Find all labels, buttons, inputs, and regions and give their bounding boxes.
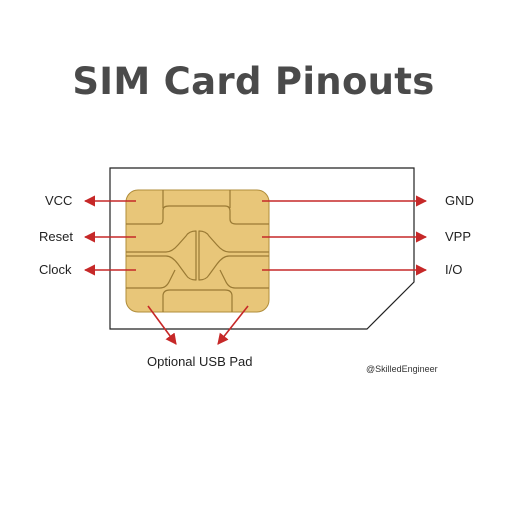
pin-label-io: I/O [445, 262, 463, 277]
arrow-usb-left [147, 305, 177, 345]
pin-label-reset: Reset [39, 229, 73, 244]
pin-label-clock: Clock [39, 262, 72, 277]
credit-text: @SkilledEngineer [366, 364, 438, 374]
arrow-usb-right [217, 305, 249, 345]
pin-arrows [83, 195, 428, 345]
usb-pad-label: Optional USB Pad [147, 354, 253, 369]
pin-label-gnd: GND [445, 193, 474, 208]
page-title: SIM Card Pinouts [72, 60, 435, 103]
pin-label-vcc: VCC [45, 193, 73, 208]
pin-label-vpp: VPP [445, 229, 472, 244]
chip-contact-lines [126, 190, 269, 312]
sim-chip [125, 189, 270, 313]
